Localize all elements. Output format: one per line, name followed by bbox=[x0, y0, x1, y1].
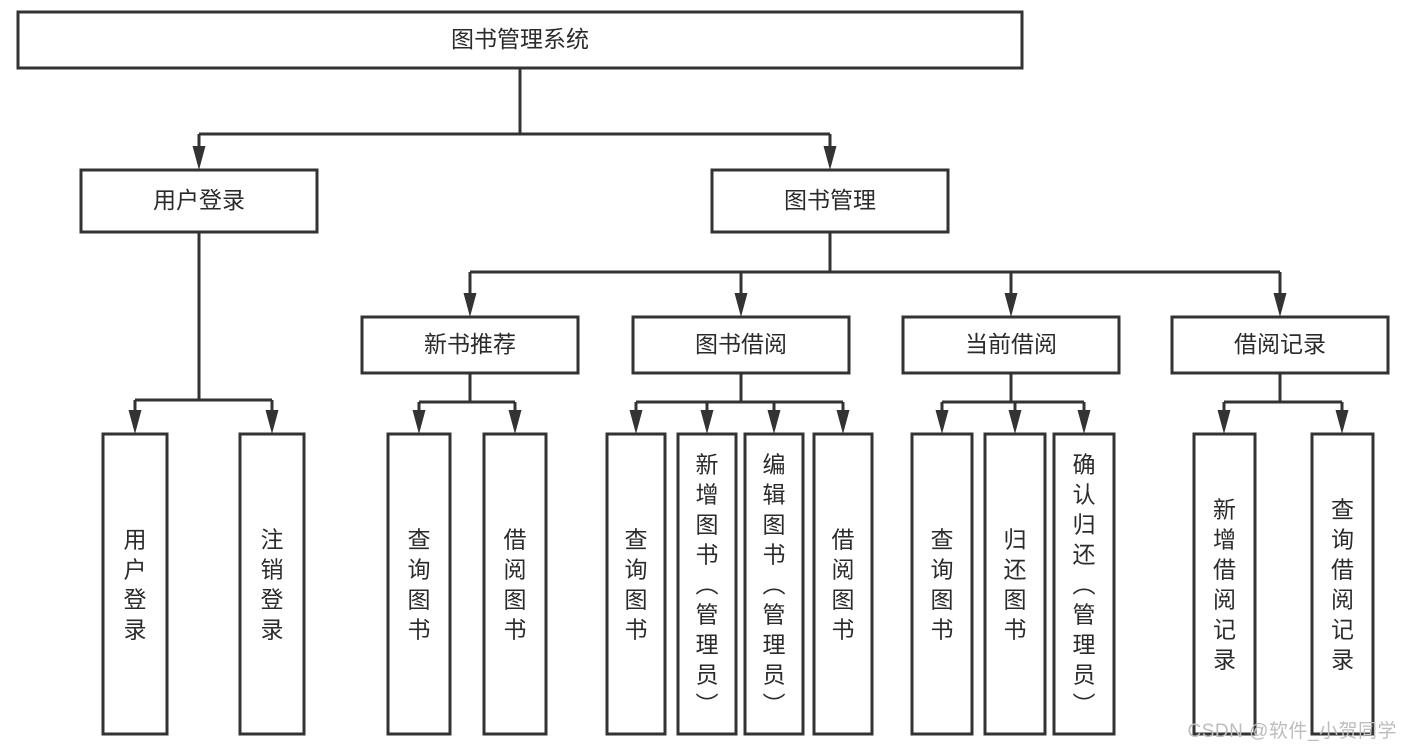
node-layer: 图书管理系统用户登录图书管理新书推荐图书借阅当前借阅借阅记录用户登录注销登录查询… bbox=[16, 10, 1390, 736]
node-box[interactable] bbox=[676, 432, 738, 736]
node-label: 查询图书 bbox=[625, 526, 648, 642]
arrow-head-icon bbox=[265, 410, 279, 434]
connector-borrow bbox=[629, 373, 850, 434]
arrow-head-icon bbox=[767, 410, 781, 434]
node-borrow[interactable]: 图书借阅 bbox=[631, 315, 851, 375]
node-current[interactable]: 当前借阅 bbox=[901, 315, 1121, 375]
arrow-head-icon bbox=[629, 410, 643, 434]
node-box[interactable] bbox=[605, 432, 667, 736]
node-records[interactable]: 借阅记录 bbox=[1170, 315, 1390, 375]
node-label: 查询图书 bbox=[408, 526, 431, 642]
node-box[interactable] bbox=[901, 315, 1121, 375]
connector-newbook bbox=[412, 373, 522, 434]
arrow-head-icon bbox=[734, 293, 748, 317]
node-login[interactable]: 用户登录 bbox=[79, 168, 319, 234]
node-label: 新书推荐 bbox=[424, 331, 516, 357]
connector-current bbox=[935, 373, 1091, 434]
node-box[interactable] bbox=[101, 432, 169, 736]
node-box[interactable] bbox=[1052, 432, 1116, 736]
arrow-head-icon bbox=[192, 146, 206, 170]
arrow-head-icon bbox=[1004, 293, 1018, 317]
node-box[interactable] bbox=[482, 432, 548, 736]
node-box[interactable] bbox=[238, 432, 306, 736]
node-label: 借阅记录 bbox=[1234, 331, 1326, 357]
node-bookmgmt[interactable]: 图书管理 bbox=[710, 168, 950, 234]
node-leaf11[interactable]: 确认归还︵管理员︶ bbox=[1052, 432, 1116, 736]
node-box[interactable] bbox=[983, 432, 1047, 736]
node-box[interactable] bbox=[386, 432, 452, 736]
node-box[interactable] bbox=[1170, 315, 1390, 375]
arrow-head-icon bbox=[935, 410, 949, 434]
node-box[interactable] bbox=[16, 10, 1024, 70]
arrow-head-icon bbox=[836, 410, 850, 434]
connector-login bbox=[128, 232, 279, 434]
arrow-head-icon bbox=[823, 146, 837, 170]
arrow-head-icon bbox=[128, 410, 142, 434]
node-label: 图书管理 bbox=[784, 187, 876, 213]
node-box[interactable] bbox=[710, 168, 950, 234]
arrow-head-icon bbox=[1273, 293, 1287, 317]
node-box[interactable] bbox=[812, 432, 874, 736]
node-leaf6[interactable]: 新增图书︵管理员︶ bbox=[676, 432, 738, 736]
node-leaf13[interactable]: 查询借阅记录 bbox=[1310, 432, 1375, 736]
node-label: 确认归还︵管理员︶ bbox=[1073, 451, 1096, 717]
node-label: 图书管理系统 bbox=[451, 26, 589, 52]
node-label: 当前借阅 bbox=[965, 331, 1057, 357]
node-leaf9[interactable]: 查询图书 bbox=[910, 432, 974, 736]
node-leaf2[interactable]: 注销登录 bbox=[238, 432, 306, 736]
arrow-head-icon bbox=[1008, 410, 1022, 434]
node-root[interactable]: 图书管理系统 bbox=[16, 10, 1024, 70]
node-leaf5[interactable]: 查询图书 bbox=[605, 432, 667, 736]
connector-layer bbox=[128, 68, 1349, 434]
node-leaf12[interactable]: 新增借阅记录 bbox=[1192, 432, 1257, 736]
arrow-head-icon bbox=[1217, 410, 1231, 434]
node-label: 注销登录 bbox=[261, 526, 284, 642]
arrow-head-icon bbox=[1335, 410, 1349, 434]
node-box[interactable] bbox=[79, 168, 319, 234]
arrow-head-icon bbox=[463, 293, 477, 317]
arrow-head-icon bbox=[700, 410, 714, 434]
connector-records bbox=[1217, 373, 1349, 434]
node-leaf10[interactable]: 归还图书 bbox=[983, 432, 1047, 736]
node-label: 编辑图书︵管理员︶ bbox=[763, 451, 786, 717]
node-leaf1[interactable]: 用户登录 bbox=[101, 432, 169, 736]
node-box[interactable] bbox=[631, 315, 851, 375]
node-leaf4[interactable]: 借阅图书 bbox=[482, 432, 548, 736]
node-label: 用户登录 bbox=[153, 187, 245, 213]
node-leaf7[interactable]: 编辑图书︵管理员︶ bbox=[743, 432, 805, 736]
node-leaf8[interactable]: 借阅图书 bbox=[812, 432, 874, 736]
connector-root bbox=[192, 68, 837, 170]
node-box[interactable] bbox=[1310, 432, 1375, 736]
arrow-head-icon bbox=[508, 410, 522, 434]
node-label: 查询借阅记录 bbox=[1331, 496, 1354, 672]
node-box[interactable] bbox=[360, 315, 580, 375]
node-label: 归还图书 bbox=[1004, 526, 1027, 642]
node-box[interactable] bbox=[910, 432, 974, 736]
node-label: 图书借阅 bbox=[695, 331, 787, 357]
connector-bookmgmt bbox=[463, 232, 1287, 317]
node-label: 新增图书︵管理员︶ bbox=[696, 451, 719, 717]
node-label: 用户登录 bbox=[124, 526, 147, 642]
node-leaf3[interactable]: 查询图书 bbox=[386, 432, 452, 736]
node-label: 借阅图书 bbox=[832, 526, 855, 642]
node-box[interactable] bbox=[1192, 432, 1257, 736]
node-label: 新增借阅记录 bbox=[1213, 496, 1236, 672]
arrow-head-icon bbox=[412, 410, 426, 434]
node-label: 查询图书 bbox=[931, 526, 954, 642]
arrow-head-icon bbox=[1077, 410, 1091, 434]
node-box[interactable] bbox=[743, 432, 805, 736]
node-label: 借阅图书 bbox=[504, 526, 527, 642]
node-newbook[interactable]: 新书推荐 bbox=[360, 315, 580, 375]
